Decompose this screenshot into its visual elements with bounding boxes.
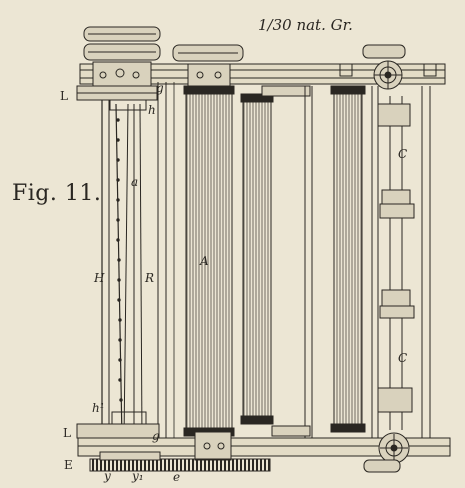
left-bracket-bottom <box>76 411 160 439</box>
bottom-right-gear <box>363 432 410 473</box>
label-g-top: g <box>156 81 164 95</box>
label-h-top: h <box>148 103 156 117</box>
left-frame <box>101 100 143 441</box>
label-L-top: L <box>60 89 68 103</box>
scale-note: 1/30 nat. Gr. <box>258 16 353 34</box>
label-H: H <box>93 271 105 285</box>
label-y: y <box>103 469 111 483</box>
label-y1: y₁ <box>131 469 144 483</box>
bottom-frame-bar <box>77 425 451 461</box>
top-middle-spool <box>172 44 244 62</box>
belt-r <box>157 82 175 440</box>
label-L-bottom: L <box>63 426 71 440</box>
left-bracket-top <box>76 85 158 111</box>
center-guides <box>304 86 313 440</box>
label-C-top: C <box>398 147 407 161</box>
top-left-spools <box>83 26 161 61</box>
label-R: R <box>144 271 154 285</box>
chain-h <box>116 118 123 402</box>
roller-a <box>183 85 235 437</box>
figure-caption: Fig. 11. <box>12 181 101 206</box>
label-C-bottom: C <box>398 351 407 365</box>
label-A: A <box>199 254 209 268</box>
label-h1: h¹ <box>92 401 105 415</box>
machine-drawing <box>76 26 451 473</box>
label-g-bottom: g <box>152 429 160 443</box>
label-a: a <box>131 175 138 189</box>
top-right-spool <box>362 44 406 59</box>
rack-e <box>89 451 271 472</box>
label-e: e <box>173 470 180 484</box>
comb-c <box>371 86 431 442</box>
label-E: E <box>64 458 73 472</box>
top-right-gear <box>373 60 403 90</box>
roller-second <box>240 85 311 425</box>
top-frame-bar <box>79 61 446 89</box>
roller-third <box>330 85 366 433</box>
